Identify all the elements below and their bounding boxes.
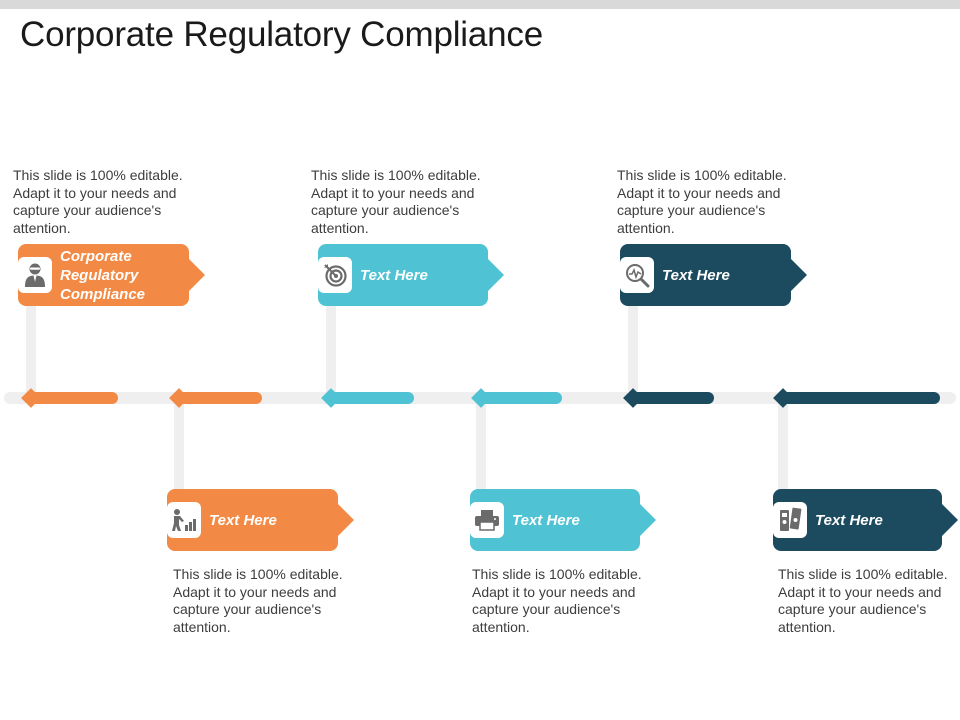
timeline-segment-6 [773,388,940,408]
printer-icon [470,502,504,538]
step-5-description: This slide is 100% editable. Adapt it to… [617,167,787,236]
timeline-segment-2 [169,388,262,408]
step-6-description: This slide is 100% editable. Adapt it to… [778,566,948,635]
target-icon [318,257,352,293]
step-6-arrow [942,504,958,536]
connector-6 [778,400,788,495]
timeline-segment-5 [623,388,714,408]
step-4-card: Text Here [470,489,656,551]
binders-icon [773,502,807,538]
step-3-arrow [488,259,504,291]
connector-3 [326,300,336,396]
step-6-card: Text Here [773,489,958,551]
step-5-card: Text Here [620,244,807,306]
magnifier-analytics-icon [620,257,654,293]
connector-5 [628,300,638,396]
step-4-description: This slide is 100% editable. Adapt it to… [472,566,642,635]
businessman-icon [18,257,52,293]
step-6-label: Text Here [815,511,883,529]
step-1-card: Corporate Regulatory Compliance [18,244,205,306]
slide-title: Corporate Regulatory Compliance [20,15,543,54]
step-3-card: Text Here [318,244,504,306]
step-2-label: Text Here [209,511,277,529]
step-2-card: Text Here [167,489,354,551]
timeline-segment-4 [471,388,562,408]
timeline-segment-1 [21,388,118,408]
step-5-arrow [791,259,807,291]
connector-1 [26,300,36,396]
step-1-label: Corporate Regulatory Compliance [60,247,146,303]
step-1-arrow [189,259,205,291]
step-2-arrow [338,504,354,536]
step-2-description: This slide is 100% editable. Adapt it to… [173,566,343,635]
step-4-label: Text Here [512,511,580,529]
step-4-arrow [640,504,656,536]
connector-4 [476,400,486,495]
step-3-description: This slide is 100% editable. Adapt it to… [311,167,481,236]
top-band [0,0,960,9]
timeline-segment-3 [321,388,414,408]
step-5-label: Text Here [662,266,730,284]
growth-chart-person-icon [167,502,201,538]
step-3-label: Text Here [360,266,428,284]
step-1-description: This slide is 100% editable. Adapt it to… [13,167,183,236]
connector-2 [174,400,184,495]
